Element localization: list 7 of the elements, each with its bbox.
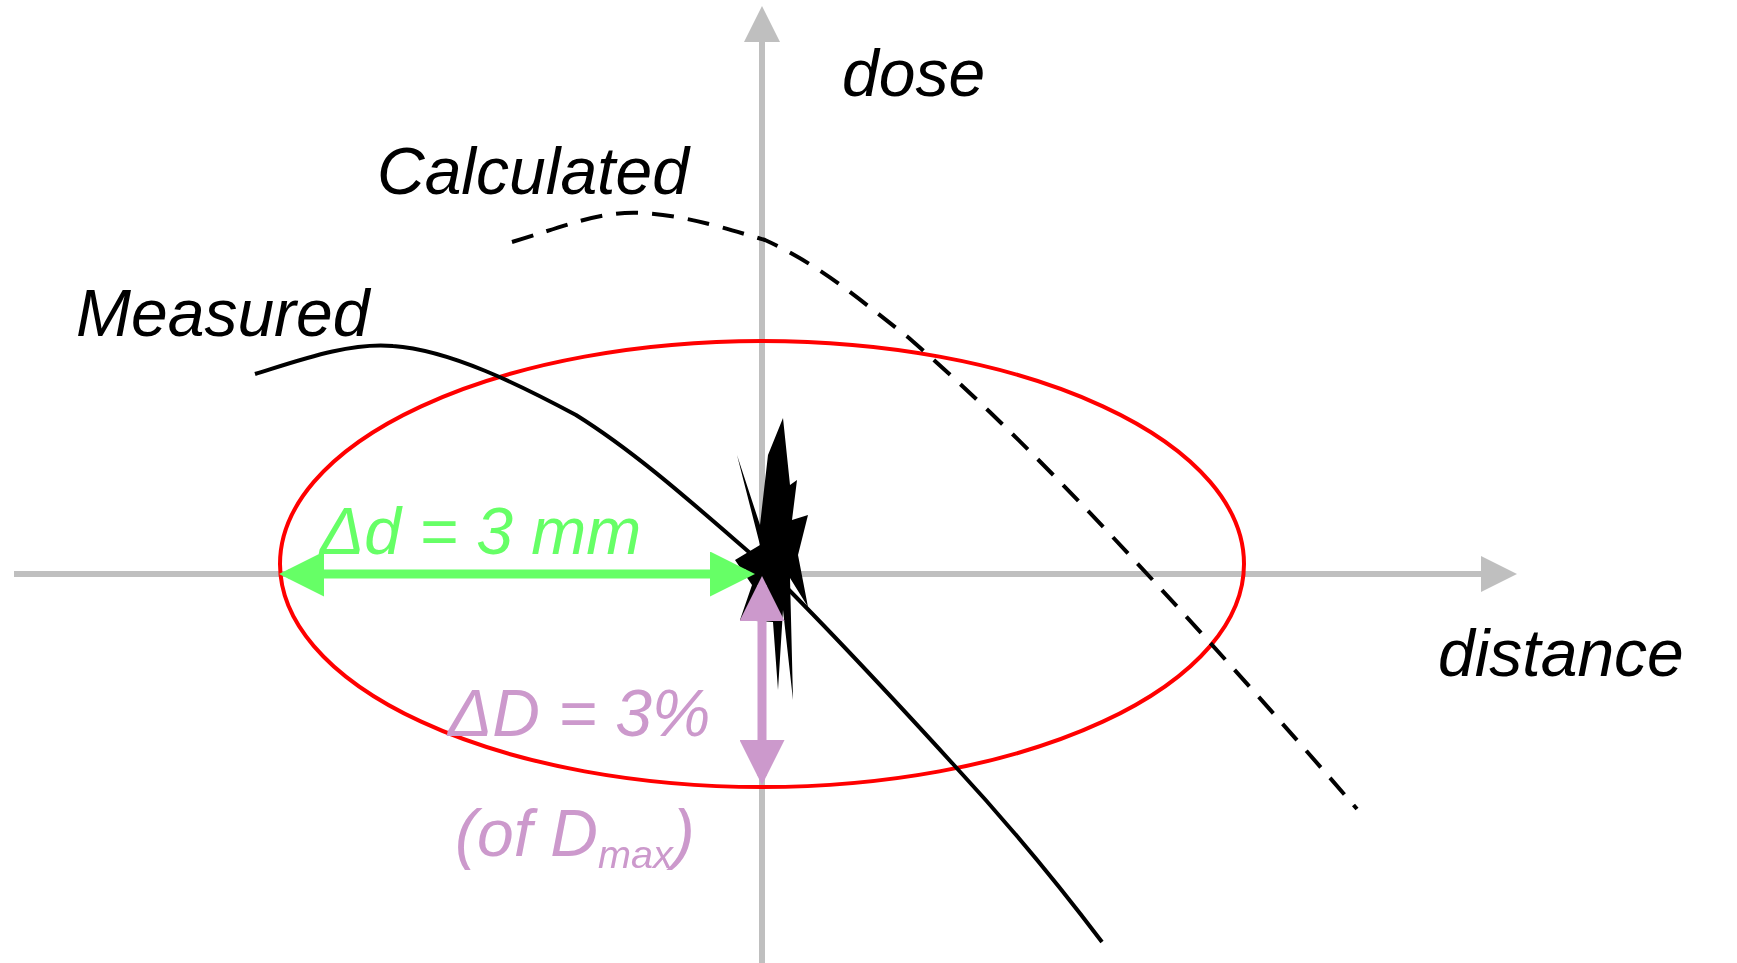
axis-label: distance (1438, 620, 1684, 686)
axis-label: dose (842, 40, 986, 106)
dimension-label: ΔD = 3% (448, 680, 711, 746)
dimension-label: (of D$_{max}$) (455, 800, 695, 875)
dimension-label: Δd = 3 mm (320, 498, 642, 564)
curve-label: Measured (76, 280, 370, 346)
curve-label: Calculated (377, 138, 689, 204)
